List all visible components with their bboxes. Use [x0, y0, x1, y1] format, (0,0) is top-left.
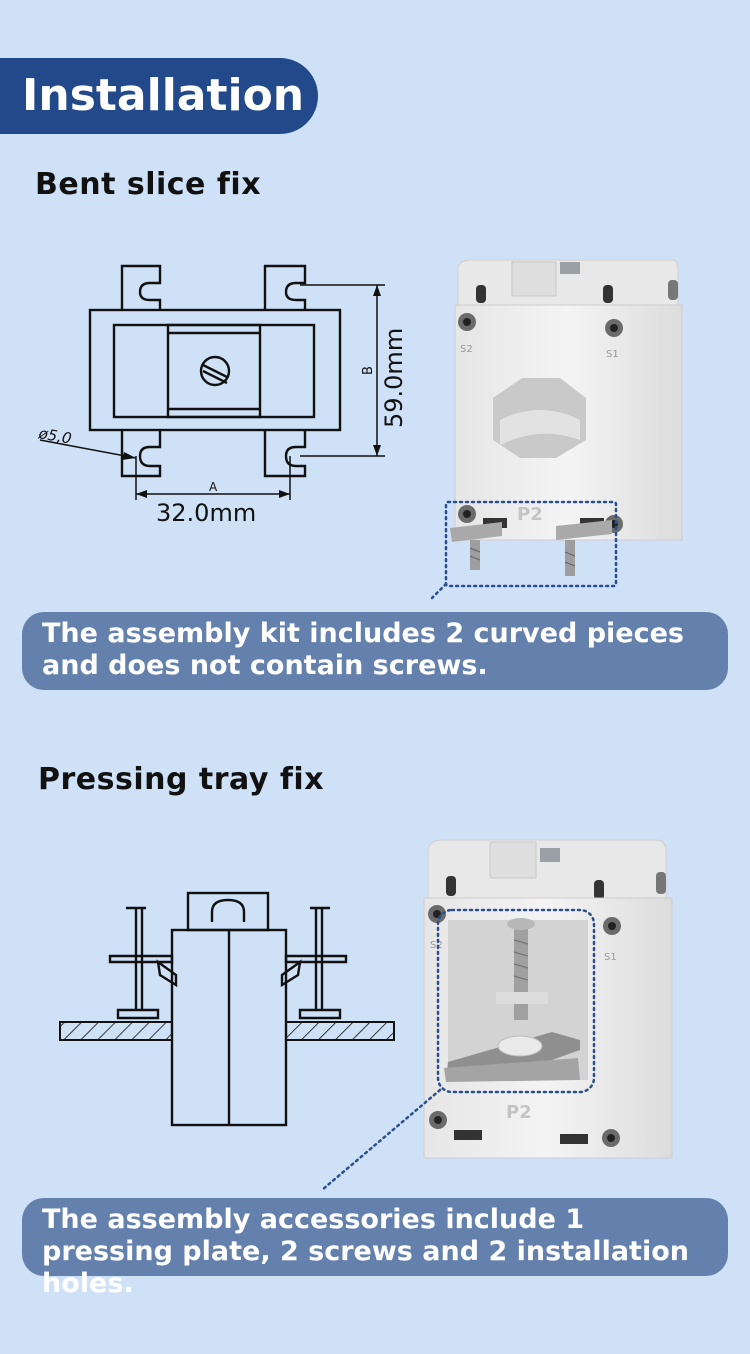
pressing-tray-drawing [59, 891, 395, 1127]
section1-heading: Bent slice fix [35, 167, 262, 202]
width-dimension: 32.0mm [156, 499, 256, 527]
bent-slice-product-photo: S2 S1 P2 [430, 259, 683, 600]
height-dimension: 59.0mm [380, 328, 408, 428]
s1-label-2: S1 [604, 952, 617, 963]
svg-text:B: B [361, 366, 376, 375]
p2-label-2: P2 [506, 1102, 532, 1123]
page-title: Installation [22, 70, 305, 121]
p2-label: P2 [517, 504, 543, 525]
pressing-tray-callout-text: The assembly accessories include 1 press… [42, 1204, 689, 1299]
s2-label-2: S2 [430, 940, 443, 951]
pressing-tray-callout: The assembly accessories include 1 press… [22, 1198, 728, 1299]
pressing-tray-product-photo: S2 S1 P2 [320, 839, 673, 1192]
section2-heading: Pressing tray fix [38, 762, 325, 797]
bent-slice-callout: The assembly kit includes 2 curved piece… [22, 612, 728, 690]
bent-slice-drawing: 59.0mm B A 32.0mm ø5,0 [36, 264, 408, 527]
svg-text:A: A [209, 480, 218, 494]
hole-dimension: ø5,0 [36, 424, 73, 448]
page-title-tag: Installation [0, 58, 318, 134]
s1-label: S1 [606, 349, 619, 360]
bent-slice-callout-text: The assembly kit includes 2 curved piece… [42, 618, 684, 681]
s2-label: S2 [460, 344, 473, 355]
